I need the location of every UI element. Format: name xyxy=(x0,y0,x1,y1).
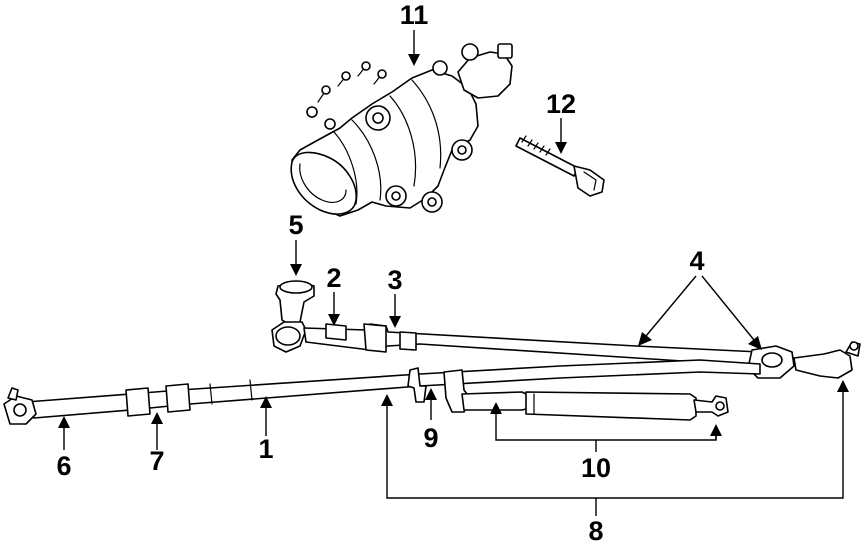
callout-12: 12 xyxy=(546,89,576,119)
pitman-arm xyxy=(271,280,315,353)
right-tie-rod-end xyxy=(747,341,861,379)
steering-gear-box xyxy=(290,43,513,217)
gear-mounting-bolt xyxy=(515,135,605,197)
left-tie-rod-end xyxy=(3,387,37,425)
tie-rod-tube xyxy=(25,359,761,419)
callout-6: 6 xyxy=(56,451,71,481)
callout-3: 3 xyxy=(387,265,402,295)
callout-4: 4 xyxy=(689,246,704,276)
callout-10: 10 xyxy=(581,453,611,483)
callout-9: 9 xyxy=(423,423,438,453)
steering-damper xyxy=(407,367,729,421)
leader-lines xyxy=(58,30,849,516)
callout-5: 5 xyxy=(288,210,303,240)
callout-7: 7 xyxy=(149,446,164,476)
callout-1: 1 xyxy=(258,434,273,464)
callout-2: 2 xyxy=(326,263,341,293)
callout-labels: 11 12 5 2 3 4 6 7 1 9 10 8 xyxy=(56,0,704,546)
callout-11: 11 xyxy=(400,0,429,30)
callout-8: 8 xyxy=(588,516,603,546)
